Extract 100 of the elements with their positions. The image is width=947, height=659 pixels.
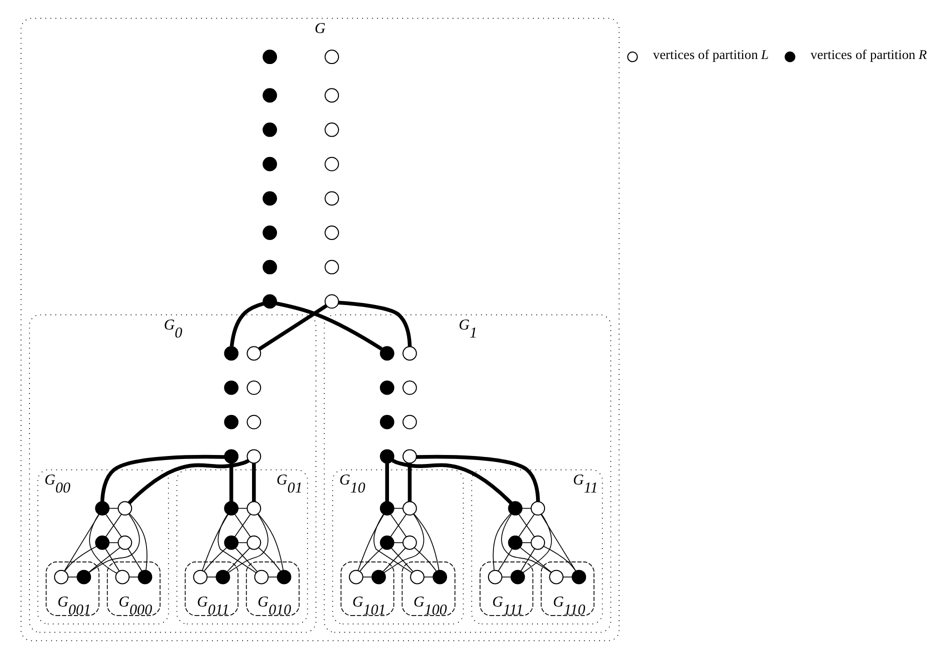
node-circle [371, 570, 386, 584]
connector [391, 458, 512, 504]
connector [390, 514, 406, 538]
node-circle [192, 570, 207, 584]
node-circle [262, 294, 277, 309]
node-circle [410, 570, 424, 584]
connector [500, 514, 552, 573]
node-circle [224, 449, 238, 464]
node-circle [402, 449, 416, 464]
connector [519, 547, 552, 573]
connector [104, 548, 120, 572]
node-circle [402, 346, 416, 361]
node-circle [262, 88, 277, 103]
node-circle [262, 191, 277, 206]
connector [201, 514, 228, 571]
connector [88, 514, 140, 573]
node-circle [324, 260, 339, 274]
node-circle [224, 380, 238, 395]
connector [392, 542, 403, 544]
node-circle [117, 501, 132, 516]
node-circle [348, 570, 363, 584]
node-circle [76, 570, 91, 584]
node-circle [262, 156, 277, 172]
node-circle [262, 260, 277, 274]
node-circle [224, 535, 238, 550]
connector [237, 508, 248, 509]
node-circle [402, 380, 416, 395]
connector [492, 513, 511, 571]
node-circle [548, 570, 563, 584]
connector [127, 459, 249, 504]
connector [127, 548, 142, 572]
node-circle [324, 122, 339, 137]
connector [64, 546, 96, 572]
connector [413, 547, 436, 572]
connector [229, 302, 264, 347]
connector [227, 514, 268, 574]
node-circle [54, 570, 68, 584]
node-circle [432, 570, 447, 584]
connector [228, 463, 233, 502]
connector [88, 547, 120, 573]
node-circle [246, 346, 261, 361]
connector [128, 576, 138, 578]
node-circle [246, 380, 261, 395]
connector [518, 514, 534, 538]
connector [217, 514, 256, 574]
node-circle [379, 414, 394, 430]
node-circle [114, 570, 130, 584]
connector [226, 548, 250, 572]
node-circle [508, 501, 522, 516]
node-circle [379, 501, 394, 516]
connector [392, 508, 403, 509]
node-circle [324, 294, 339, 309]
connector [382, 548, 406, 572]
connector [100, 454, 224, 502]
connector [373, 514, 412, 574]
connector [104, 514, 122, 538]
connector [412, 513, 439, 571]
node-circle [487, 570, 502, 584]
connector [416, 454, 540, 502]
node-circle [402, 414, 416, 430]
connector [258, 304, 327, 351]
node-circle [246, 535, 261, 550]
connector [542, 546, 576, 572]
connector [357, 514, 384, 571]
connector [521, 508, 532, 509]
connector [338, 300, 412, 347]
connector [203, 547, 227, 572]
legend-label: vertices of partition R [810, 47, 926, 62]
connector [234, 514, 250, 538]
connector [88, 514, 117, 574]
connector [383, 514, 424, 574]
node-circle [246, 449, 261, 464]
node-circle [224, 346, 238, 361]
node-circle [246, 501, 261, 516]
node-circle [224, 501, 238, 516]
node-circle [94, 501, 109, 516]
connector [358, 547, 382, 572]
node-circle [117, 535, 132, 550]
node-circle [402, 535, 416, 550]
node-circle [215, 570, 230, 584]
connector [540, 514, 576, 572]
node-circle [530, 501, 545, 516]
connector [108, 542, 118, 544]
node-circle [379, 346, 394, 361]
connector [390, 548, 413, 572]
connector [257, 513, 284, 571]
connector [384, 463, 388, 502]
node-circle [510, 570, 524, 584]
connector [423, 576, 434, 578]
connector [276, 302, 382, 351]
node-circle [137, 570, 152, 584]
node-circle [571, 570, 586, 584]
node-circle [262, 50, 277, 64]
connector [497, 548, 512, 572]
connector [108, 508, 118, 509]
node-circle [94, 535, 109, 550]
node-circle [508, 535, 522, 550]
node-circle [324, 50, 339, 64]
connector [500, 576, 511, 578]
node-circle [254, 570, 268, 584]
